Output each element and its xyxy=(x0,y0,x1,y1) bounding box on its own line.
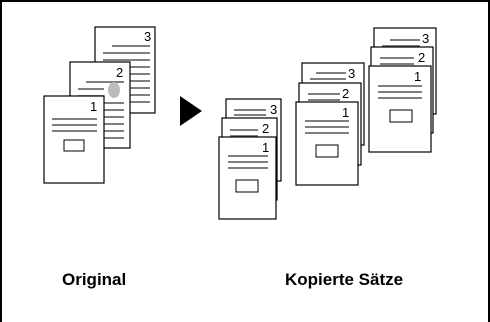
page-number-3: 3 xyxy=(270,102,277,117)
copy-set-2-page-1: 1 xyxy=(295,101,359,186)
original-page-1: 1 xyxy=(43,95,105,184)
page-number-2: 2 xyxy=(418,50,425,65)
page-number-3: 3 xyxy=(422,31,429,46)
page-number-3: 3 xyxy=(144,29,151,44)
punch-hole-mark xyxy=(108,82,120,98)
page-number-2: 2 xyxy=(116,65,123,80)
page-number-2: 2 xyxy=(342,86,349,101)
page-number-1: 1 xyxy=(342,105,349,120)
frame-border-top xyxy=(0,0,490,2)
page-number-1: 1 xyxy=(262,140,269,155)
page-number-3: 3 xyxy=(348,66,355,81)
copy-set-1: 3 2 1 xyxy=(218,98,282,220)
frame-border-left xyxy=(0,0,2,322)
caption-copied-sets: Kopierte Sätze xyxy=(285,270,404,289)
frame-border-right xyxy=(488,0,490,322)
copy-set-2: 3 2 1 xyxy=(295,62,365,186)
copy-set-3-page-1: 1 xyxy=(368,65,432,153)
copy-set-1-page-1: 1 xyxy=(218,136,277,220)
page-number-1: 1 xyxy=(90,99,97,114)
page-number-1: 1 xyxy=(414,69,421,84)
copy-set-3: 3 2 1 xyxy=(368,27,437,153)
page-number-2: 2 xyxy=(262,121,269,136)
caption-original: Original xyxy=(62,270,127,289)
right-arrow-icon xyxy=(180,96,202,126)
original-stack: 3 2 xyxy=(43,26,156,184)
